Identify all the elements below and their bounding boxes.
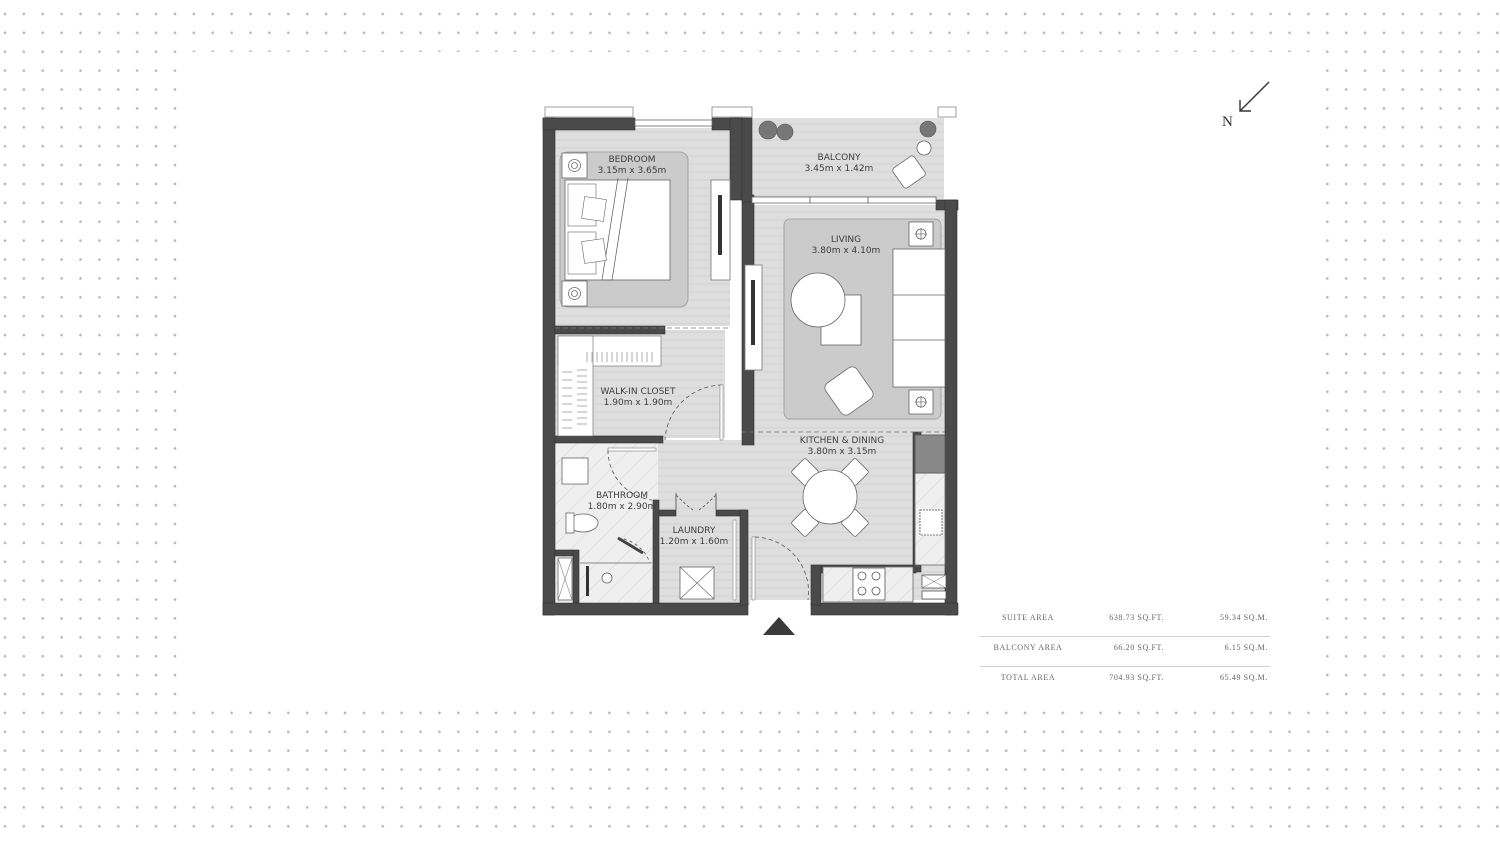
area-sqm: 65.49 SQ.M. xyxy=(1220,673,1268,682)
area-row-total: TOTAL AREA 704.93 SQ.FT. 65.49 SQ.M. xyxy=(980,667,1270,696)
room-label-bedroom: BEDROOM 3.15m x 3.65m xyxy=(598,155,667,177)
room-name: LIVING xyxy=(830,235,862,245)
room-size: 3.15m x 3.65m xyxy=(597,166,667,176)
room-label-living: LIVING 3.80m x 4.10m xyxy=(812,235,881,257)
room-name: BEDROOM xyxy=(608,155,656,165)
room-name: BATHROOM xyxy=(595,491,649,501)
room-size: 1.20m x 1.60m xyxy=(659,537,729,547)
area-label: TOTAL AREA xyxy=(1000,673,1056,682)
room-name: BALCONY xyxy=(817,153,861,163)
room-size: 1.80m x 2.90m xyxy=(587,502,657,512)
area-sqm: 59.34 SQ.M. xyxy=(1220,613,1268,622)
area-table: SUITE AREA 638.73 SQ.FT. 59.34 SQ.M. BAL… xyxy=(980,607,1270,696)
area-sqm: 6.15 SQ.M. xyxy=(1224,643,1268,652)
area-row-suite: SUITE AREA 638.73 SQ.FT. 59.34 SQ.M. xyxy=(980,607,1270,637)
area-sqft: 66.20 SQ.FT. xyxy=(1113,643,1164,652)
north-label: N xyxy=(1222,114,1233,130)
north-arrow-icon xyxy=(1239,81,1270,112)
entry-arrow-icon xyxy=(763,617,795,635)
room-size: 3.80m x 3.15m xyxy=(807,447,877,457)
room-name: KITCHEN & DINING xyxy=(799,436,885,446)
room-label-walk-in-closet: WALK-IN CLOSET 1.90m x 1.90m xyxy=(601,387,676,409)
room-name: LAUNDRY xyxy=(672,526,716,536)
room-name: WALK-IN CLOSET xyxy=(600,387,676,397)
room-size: 3.80m x 4.10m xyxy=(811,246,881,256)
room-label-kitchen-dining: KITCHEN & DINING 3.80m x 3.15m xyxy=(800,436,884,458)
area-sqft: 704.93 SQ.FT. xyxy=(1109,673,1164,682)
room-size: 1.90m x 1.90m xyxy=(603,398,673,408)
room-label-balcony: BALCONY 3.45m x 1.42m xyxy=(805,153,874,175)
area-label: SUITE AREA xyxy=(1002,613,1054,622)
area-label: BALCONY AREA xyxy=(993,643,1063,652)
area-row-balcony: BALCONY AREA 66.20 SQ.FT. 6.15 SQ.M. xyxy=(980,637,1270,667)
room-label-laundry: LAUNDRY 1.20m x 1.60m xyxy=(660,526,729,548)
room-size: 3.45m x 1.42m xyxy=(804,164,874,174)
room-label-bathroom: BATHROOM 1.80m x 2.90m xyxy=(588,491,657,513)
area-sqft: 638.73 SQ.FT. xyxy=(1109,613,1164,622)
